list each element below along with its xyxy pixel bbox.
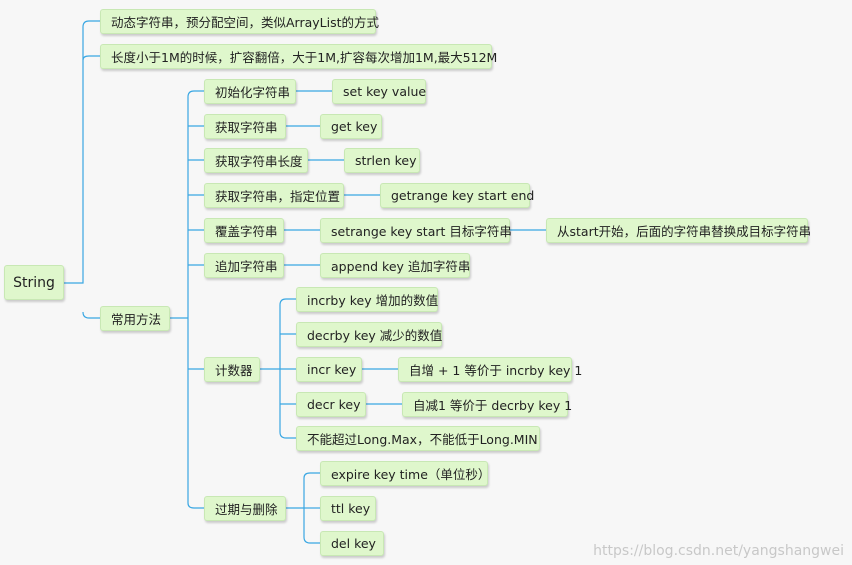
incrby-command-node[interactable]: incrby key 增加的数值 — [296, 287, 438, 312]
setrange-note-node[interactable]: 从start开始，后面的字符串替换成目标字符串 — [546, 218, 811, 243]
decrby-command-node[interactable]: decrby key 减少的数值 — [296, 322, 442, 347]
append-command-node[interactable]: append key 追加字符串 — [320, 253, 470, 278]
incr-note-node[interactable]: 自增 + 1 等价于 incrby key 1 — [398, 357, 582, 382]
decr-command-node[interactable]: decr key — [296, 392, 366, 417]
incr-command-node[interactable]: incr key — [296, 357, 362, 382]
decr-note-node[interactable]: 自减1 等价于 decrby key 1 — [402, 392, 572, 417]
strlen-command-node[interactable]: strlen key — [344, 148, 420, 173]
getrange-node[interactable]: 获取字符串，指定位置 — [204, 183, 344, 208]
root-node[interactable]: String — [4, 265, 64, 300]
set-command-node[interactable]: set key value — [332, 79, 426, 104]
watermark-url: https://blog.csdn.net/yangshangwei — [593, 543, 844, 559]
del-command-node[interactable]: del key — [320, 531, 384, 556]
setrange-command-node[interactable]: setrange key start 目标字符串 — [320, 218, 512, 243]
counter-node[interactable]: 计数器 — [204, 357, 260, 382]
summary-note-dynamic-string[interactable]: 动态字符串，预分配空间，类似ArrayList的方式 — [100, 9, 379, 34]
summary-note-expansion-rule[interactable]: 长度小于1M的时候，扩容翻倍，大于1M,扩容每次增加1M,最大512M — [100, 44, 497, 69]
init-string-node[interactable]: 初始化字符串 — [204, 79, 296, 104]
expire-delete-node[interactable]: 过期与删除 — [204, 496, 286, 521]
strlen-node[interactable]: 获取字符串长度 — [204, 148, 308, 173]
getrange-command-node[interactable]: getrange key start end — [380, 183, 534, 208]
expire-command-node[interactable]: expire key time（单位秒） — [320, 461, 490, 486]
append-node[interactable]: 追加字符串 — [204, 253, 284, 278]
methods-node[interactable]: 常用方法 — [100, 306, 170, 331]
get-command-node[interactable]: get key — [320, 114, 382, 139]
ttl-command-node[interactable]: ttl key — [320, 496, 376, 521]
counter-limit-node[interactable]: 不能超过Long.Max，不能低于Long.MIN — [296, 426, 540, 451]
setrange-node[interactable]: 覆盖字符串 — [204, 218, 284, 243]
get-string-node[interactable]: 获取字符串 — [204, 114, 286, 139]
